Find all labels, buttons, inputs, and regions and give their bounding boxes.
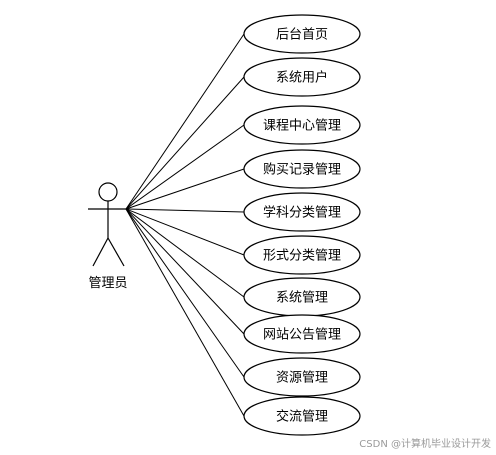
use-case-ellipse xyxy=(243,357,361,397)
watermark-text: CSDN @计算机毕业设计开发 xyxy=(359,437,491,450)
use-case: 交流管理 xyxy=(243,396,361,436)
association-line xyxy=(125,208,245,378)
association-line xyxy=(125,76,245,210)
use-case: 资源管理 xyxy=(243,357,361,397)
association-line xyxy=(125,208,245,256)
association-lines xyxy=(125,33,245,417)
use-case-ellipse xyxy=(243,396,361,436)
association-line xyxy=(125,208,245,298)
use-case-label: 后台首页 xyxy=(276,28,328,43)
use-case: 系统管理 xyxy=(243,277,361,317)
use-case-ellipse xyxy=(243,235,361,275)
association-line xyxy=(125,168,245,210)
use-case: 网站公告管理 xyxy=(243,314,361,354)
use-case-label: 购买记录管理 xyxy=(263,162,341,178)
actor-figure: 管理员 xyxy=(88,182,128,291)
use-case: 形式分类管理 xyxy=(243,235,361,275)
use-case-ellipse xyxy=(243,314,361,354)
use-case-label: 系统管理 xyxy=(276,291,328,306)
use-cases: 后台首页系统用户课程中心管理购买记录管理学科分类管理形式分类管理系统管理网站公告… xyxy=(243,14,361,436)
use-case: 后台首页 xyxy=(243,14,361,54)
actor-right-leg xyxy=(107,237,125,267)
use-case: 学科分类管理 xyxy=(243,192,361,232)
association-line xyxy=(125,208,245,335)
use-case-label: 形式分类管理 xyxy=(263,249,341,264)
actor-left-leg xyxy=(92,237,109,267)
use-case-label: 交流管理 xyxy=(276,409,328,425)
association-line xyxy=(125,208,245,213)
use-case-ellipse xyxy=(243,149,361,189)
use-case: 系统用户 xyxy=(243,57,361,97)
use-case: 购买记录管理 xyxy=(243,149,361,189)
association-line xyxy=(125,208,245,417)
association-line xyxy=(125,124,245,210)
actor-label: 管理员 xyxy=(88,276,127,291)
use-case-ellipse xyxy=(243,14,361,54)
use-case-ellipse xyxy=(243,105,361,145)
use-case-label: 网站公告管理 xyxy=(263,328,341,343)
use-case-ellipse xyxy=(243,192,361,232)
use-case-label: 资源管理 xyxy=(276,371,328,386)
use-case-label: 课程中心管理 xyxy=(263,119,341,134)
use-case-label: 学科分类管理 xyxy=(263,205,341,221)
use-case-label: 系统用户 xyxy=(276,70,328,86)
use-case-ellipse xyxy=(243,57,361,97)
actor-head xyxy=(98,182,118,202)
use-case: 课程中心管理 xyxy=(243,105,361,145)
association-line xyxy=(125,33,245,210)
